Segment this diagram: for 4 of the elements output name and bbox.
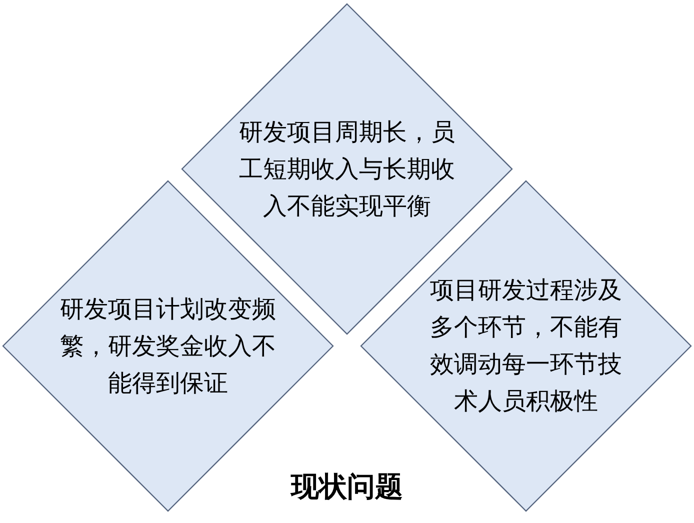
diamond-text: 研发项目周期长，员工短期收入与长期收入不能实现平衡 xyxy=(239,116,455,222)
diamond-text: 研发项目计划改变频繁，研发奖金收入不能得到保证 xyxy=(60,294,276,398)
diamond-text: 项目研发过程涉及多个环节，不能有效调动每一环节技术人员积极性 xyxy=(430,275,622,417)
diagram-title: 现状问题 xyxy=(291,469,403,505)
